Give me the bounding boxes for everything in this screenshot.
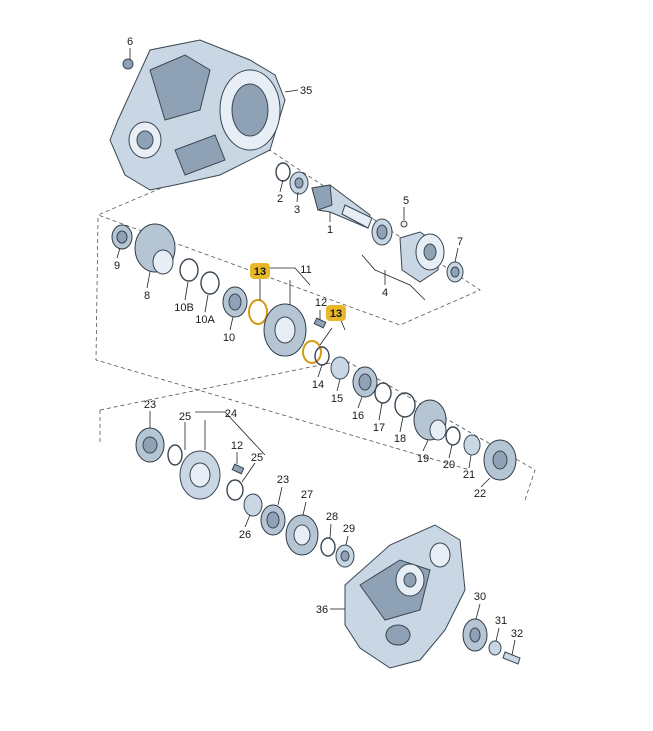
callout-12a: 12 xyxy=(315,297,327,309)
callout-labels: 6 35 2 3 5 1 7 4 9 8 10B 10A 10 11 12 14… xyxy=(114,36,523,640)
callout-23a: 23 xyxy=(144,399,156,411)
callout-19: 19 xyxy=(417,453,429,465)
callout-32: 32 xyxy=(511,628,523,640)
callout-2: 2 xyxy=(277,193,283,205)
callout-4: 4 xyxy=(382,287,388,299)
callout-20: 20 xyxy=(443,459,455,471)
callout-9: 9 xyxy=(114,260,120,272)
callout-24: 24 xyxy=(225,408,237,420)
callout-18: 18 xyxy=(394,433,406,445)
callout-22: 22 xyxy=(474,488,486,500)
callout-7: 7 xyxy=(457,236,463,248)
flange-group xyxy=(371,218,464,283)
callout-15: 15 xyxy=(331,393,343,405)
output-gear-group xyxy=(462,618,521,665)
callout-35: 35 xyxy=(300,85,312,97)
callout-5: 5 xyxy=(403,195,409,207)
gear-set-upper-right xyxy=(330,356,517,481)
callout-11: 11 xyxy=(300,264,311,276)
callout-14: 14 xyxy=(312,379,324,391)
highlight-callout-13a[interactable]: 13 xyxy=(250,263,270,279)
callout-12b: 12 xyxy=(231,440,243,452)
synchro-group-upper xyxy=(248,299,330,366)
callout-26: 26 xyxy=(239,529,251,541)
callout-25a: 25 xyxy=(179,411,191,423)
callout-30: 30 xyxy=(474,591,486,603)
callout-13b-text: 13 xyxy=(330,308,342,320)
callout-16: 16 xyxy=(352,410,364,422)
callout-25b: 25 xyxy=(251,452,263,464)
input-shaft-group xyxy=(275,162,373,229)
callout-21: 21 xyxy=(463,469,475,481)
callout-3: 3 xyxy=(294,204,300,216)
lower-transmission-housing xyxy=(344,524,466,669)
leader-lines xyxy=(116,48,516,656)
upper-transmission-housing xyxy=(109,39,286,191)
gear-set-lower xyxy=(285,514,355,568)
callout-23b: 23 xyxy=(277,474,289,486)
callout-31: 31 xyxy=(495,615,507,627)
callout-10: 10 xyxy=(223,332,235,344)
callout-29: 29 xyxy=(343,523,355,535)
highlight-callout-13b[interactable]: 13 xyxy=(326,305,346,321)
callout-1: 1 xyxy=(327,224,333,236)
callout-28: 28 xyxy=(326,511,338,523)
callout-13a-text: 13 xyxy=(254,266,266,278)
callout-27: 27 xyxy=(301,489,313,501)
callout-10A: 10A xyxy=(195,314,215,326)
callout-36: 36 xyxy=(316,604,328,616)
callout-10B: 10B xyxy=(174,302,194,314)
gear-set-upper-left xyxy=(111,223,248,318)
callout-6: 6 xyxy=(127,36,133,48)
synchro-group-lower xyxy=(135,427,286,536)
callout-17: 17 xyxy=(373,422,385,434)
callout-8: 8 xyxy=(144,290,150,302)
